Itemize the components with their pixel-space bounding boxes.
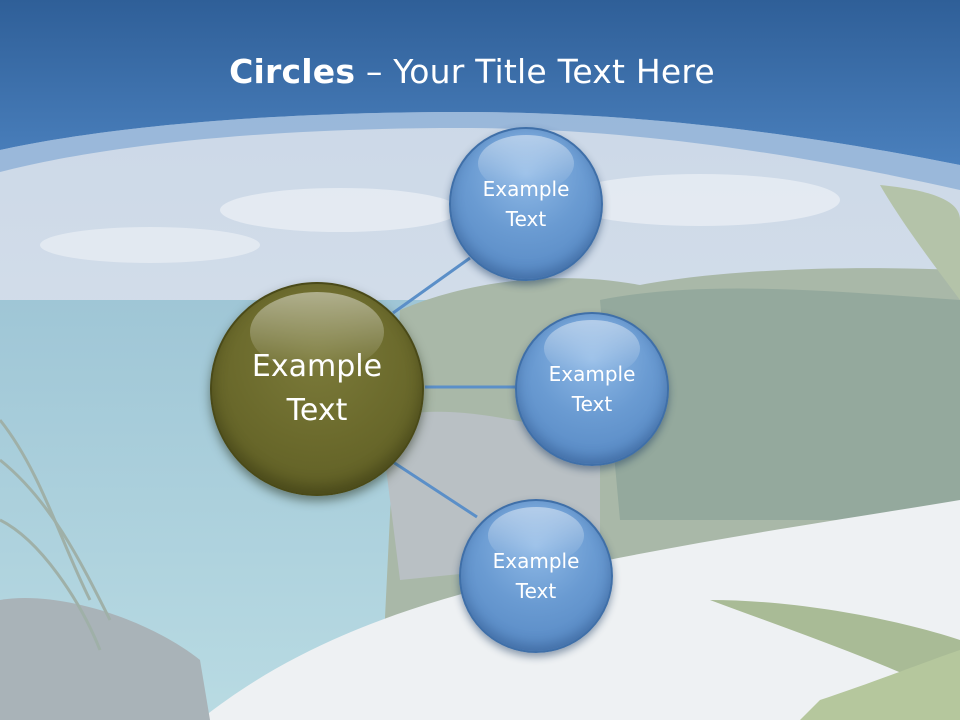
slide-title: Circles – Your Title Text Here (0, 52, 944, 91)
node-label-top: Example Text (482, 177, 570, 231)
node-label-middle: Example Text (548, 362, 636, 416)
connector-line-top (392, 256, 471, 315)
node-circle-bottom[interactable]: Example Text (459, 499, 613, 653)
node-circle-top[interactable]: Example Text (449, 127, 603, 281)
title-bold: Circles (229, 52, 356, 91)
node-circle-middle[interactable]: Example Text (515, 312, 669, 466)
node-label-bottom: Example Text (492, 549, 580, 603)
connector-lines (392, 256, 515, 519)
center-circle[interactable]: Example Text (210, 282, 424, 496)
connector-line-bottom (392, 460, 478, 519)
center-circle-label: Example Text (251, 349, 383, 428)
title-rest: – Your Title Text Here (355, 52, 715, 91)
